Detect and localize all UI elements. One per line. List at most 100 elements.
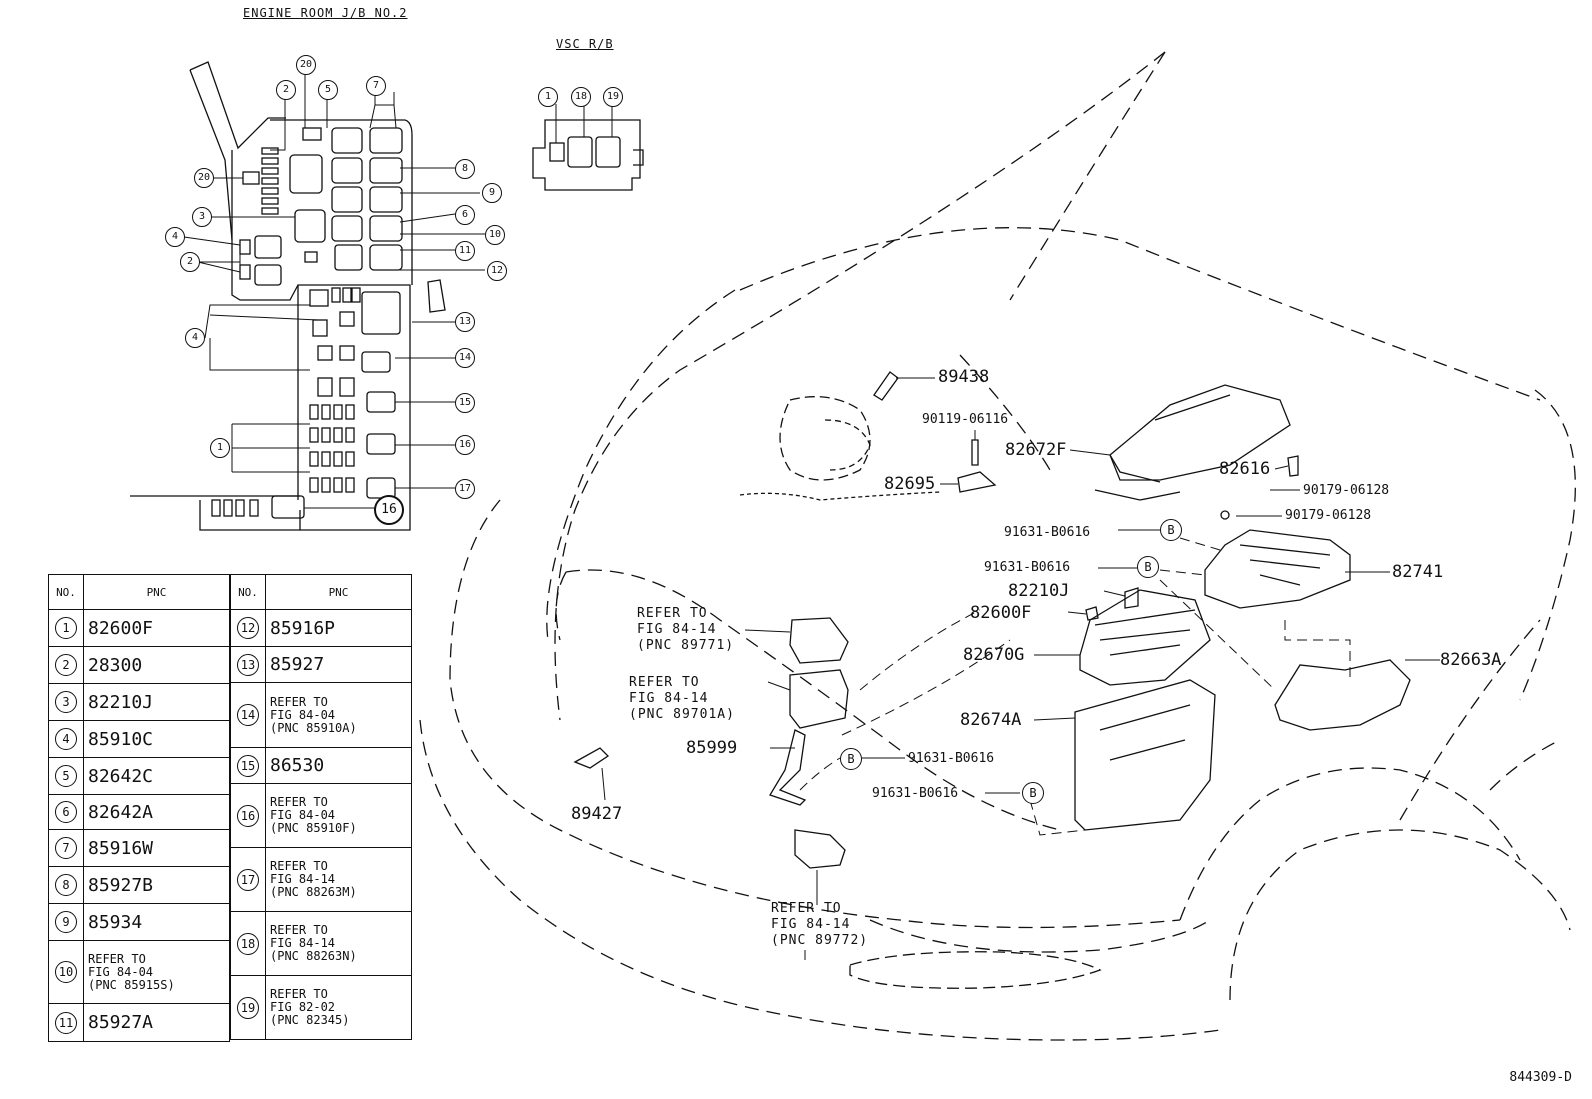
- relay-cover-89771: [789, 617, 849, 664]
- row-number-cell: 19: [230, 975, 266, 1040]
- callout-1: 1: [210, 438, 230, 458]
- part-label-91631-B0616: 91631-B0616: [984, 560, 1071, 575]
- pnc-value: 82642C: [83, 757, 230, 795]
- bolt-mark-b: B: [1137, 556, 1159, 578]
- callout-16: 16: [455, 435, 475, 455]
- part-label-82670G: 82670G: [963, 645, 1025, 665]
- row-number: 13: [237, 653, 259, 676]
- row-number: 19: [237, 996, 259, 1019]
- bolt-90119: [971, 439, 979, 466]
- pnc-value: 82210J: [83, 683, 230, 721]
- relay-callout-19: 19: [603, 87, 623, 107]
- relay-callout-18: 18: [571, 87, 591, 107]
- bracket-85999: [769, 729, 807, 806]
- relay-box-82741: [1204, 529, 1351, 609]
- part-label-82600F: 82600F: [970, 603, 1032, 623]
- bolt-mark-b: B: [1022, 782, 1044, 804]
- callout-13: 13: [455, 312, 475, 332]
- fuse-block-82670G: [1079, 589, 1211, 686]
- table-row: 17 REFER TO FIG 84-14 (PNC 88263M): [230, 847, 412, 912]
- callout-2: 2: [276, 80, 296, 100]
- callout-4: 4: [165, 227, 185, 247]
- row-number: 7: [55, 837, 77, 859]
- row-number-cell: 10: [48, 940, 84, 1004]
- sensor-89427: [573, 747, 610, 769]
- callout-2: 2: [180, 252, 200, 272]
- pnc-value: 82600F: [83, 609, 230, 647]
- row-number-cell: 8: [48, 866, 84, 904]
- row-number-cell: 12: [230, 609, 266, 647]
- row-number-cell: 17: [230, 847, 266, 912]
- relay-callout-1: 1: [538, 87, 558, 107]
- table-row: 7 85916W: [48, 829, 230, 867]
- row-number: 8: [55, 874, 77, 896]
- junction-block-title: ENGINE ROOM J/B NO.2: [243, 6, 408, 20]
- pnc-value: 86530: [265, 747, 412, 784]
- row-number-cell: 15: [230, 747, 266, 784]
- row-number: 18: [237, 932, 259, 955]
- fuse-82600F: [1085, 606, 1099, 621]
- row-number-cell: 11: [48, 1003, 84, 1042]
- pnc-reference: REFER TO FIG 84-04 (PNC 85910F): [265, 783, 412, 848]
- row-number: 10: [55, 961, 77, 983]
- callout-9: 9: [482, 183, 502, 203]
- row-number-cell: 6: [48, 794, 84, 830]
- callout-20: 20: [194, 168, 214, 188]
- part-label-90179-06128: 90179-06128: [1303, 483, 1390, 498]
- part-label-82672F: 82672F: [1005, 440, 1067, 460]
- callout-4: 4: [185, 328, 205, 348]
- row-number: 16: [237, 804, 259, 827]
- row-number: 3: [55, 691, 77, 713]
- row-number-cell: 1: [48, 609, 84, 647]
- bracket-82663A: [1274, 659, 1411, 731]
- nut-90179: [1220, 510, 1230, 520]
- pnc-value: 85927B: [83, 866, 230, 904]
- part-label-91631-B0616: 91631-B0616: [1004, 525, 1091, 540]
- part-label-89438: 89438: [938, 367, 990, 387]
- row-number: 17: [237, 868, 259, 891]
- relay-block-title: VSC R/B: [556, 37, 614, 51]
- bracket-82695: [957, 471, 997, 493]
- table-row: 10 REFER TO FIG 84-04 (PNC 85915S): [48, 940, 230, 1004]
- part-label-82741: 82741: [1392, 562, 1444, 582]
- pnc-reference: REFER TO FIG 84-04 (PNC 85915S): [83, 940, 230, 1004]
- part-label-90179-06128: 90179-06128: [1285, 508, 1372, 523]
- callout-3: 3: [192, 207, 212, 227]
- callout-16-highlight: 16: [374, 495, 404, 525]
- callout-8: 8: [455, 159, 475, 179]
- part-label-89427: 89427: [571, 804, 623, 824]
- column-header-no: NO.: [48, 574, 84, 610]
- callout-17: 17: [455, 479, 475, 499]
- part-label-82210J: 82210J: [1008, 581, 1070, 601]
- part-label-82663A: 82663A: [1440, 650, 1502, 670]
- row-number: 15: [237, 754, 259, 777]
- part-label-91631-B0616: 91631-B0616: [872, 786, 959, 801]
- row-number-cell: 9: [48, 903, 84, 941]
- callout-20: 20: [296, 55, 316, 75]
- row-number-cell: 13: [230, 646, 266, 683]
- table-row: 3 82210J: [48, 683, 230, 721]
- part-label-82616: 82616: [1219, 459, 1271, 479]
- callout-6: 6: [455, 205, 475, 225]
- table-row: 15 86530: [230, 747, 412, 784]
- pnc-value: 85916W: [83, 829, 230, 867]
- row-number: 14: [237, 704, 259, 726]
- callout-15: 15: [455, 393, 475, 413]
- row-number-cell: 7: [48, 829, 84, 867]
- row-number-cell: 14: [230, 682, 266, 748]
- part-label-85999: 85999: [686, 738, 738, 758]
- bolt-mark-b: B: [1160, 519, 1182, 541]
- pnc-reference: REFER TO FIG 84-14 (PNC 88263M): [265, 847, 412, 912]
- part-label-91631-B0616: 91631-B0616: [908, 751, 995, 766]
- bracket-89772: [794, 829, 846, 869]
- part-label-90119-06116: 90119-06116: [922, 412, 1009, 427]
